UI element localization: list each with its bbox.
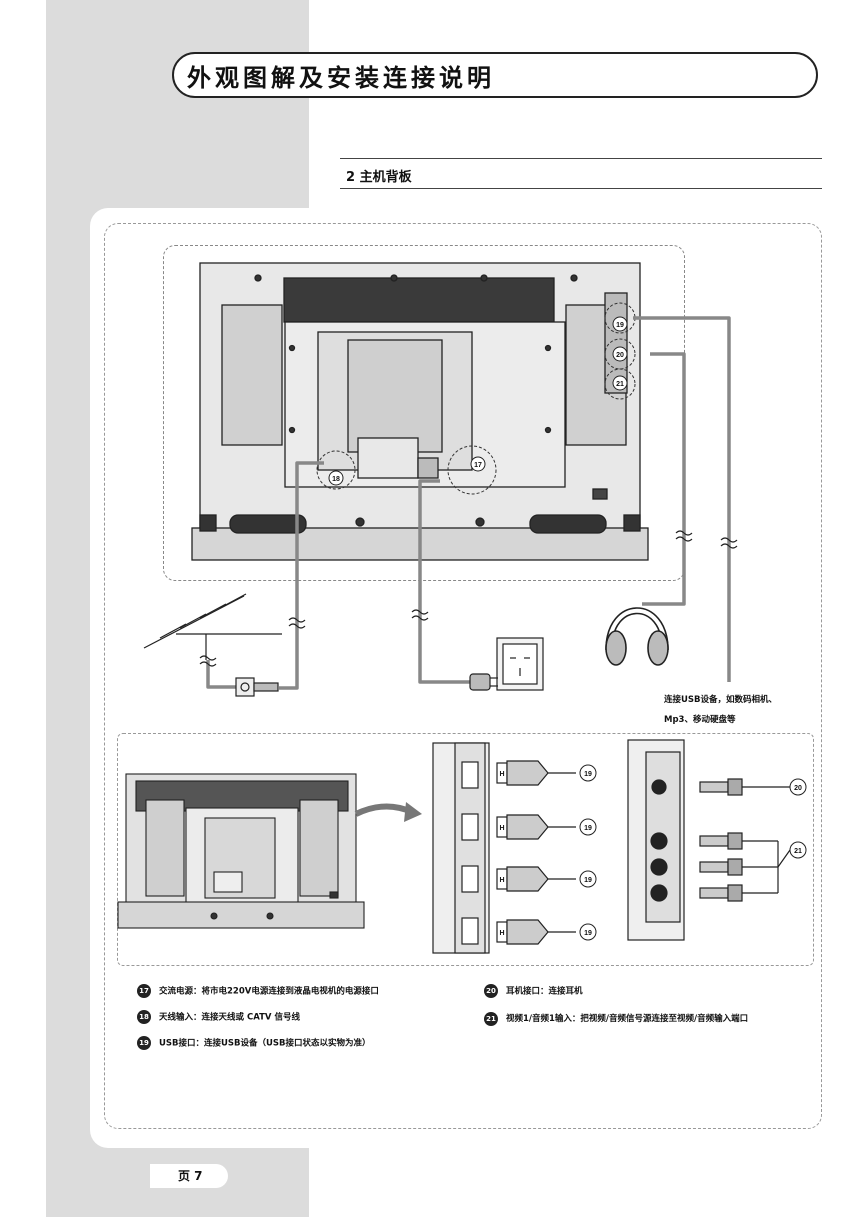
usb-note-line1: 连接USB设备，如数码相机、 — [664, 695, 778, 705]
zoom-arrow — [354, 803, 414, 817]
legend-text-17: 交流电源：将市电220V电源连接到液晶电视机的电源接口 — [159, 986, 379, 997]
page-title: 外观图解及安装连接说明 — [187, 63, 495, 92]
usb-plug-mark-3: 19 — [584, 877, 592, 884]
usb-plug-letter-1: H — [499, 771, 504, 778]
usb-port-panel — [432, 742, 490, 954]
detail-dashed-band — [117, 733, 814, 966]
usb-plugs — [496, 760, 576, 945]
legend-item-20: 20 耳机接口：连接耳机 — [484, 984, 583, 998]
diagram-dashed-frame — [104, 223, 822, 1129]
antenna-illustration — [143, 593, 282, 697]
cable-break-marks — [199, 530, 738, 667]
section-rule-bottom — [340, 188, 822, 189]
legend-item-19: 19 USB接口：连接USB设备（USB接口状态以实物为准） — [137, 1036, 371, 1050]
callout-20: 20 — [616, 352, 624, 359]
headphones-illustration — [605, 607, 669, 666]
power-outlet-illustration — [469, 637, 544, 691]
legend-item-17: 17 交流电源：将市电220V电源连接到液晶电视机的电源接口 — [137, 984, 379, 998]
usb-plug-mark-4: 19 — [584, 930, 592, 937]
usb-note: 连接USB设备，如数码相机、 Mp3、移动硬盘等 — [664, 690, 777, 730]
callout-18: 18 — [332, 476, 340, 483]
tv-back-small-illustration — [117, 773, 365, 929]
legend-text-20: 耳机接口：连接耳机 — [506, 986, 583, 997]
callout-17: 17 — [474, 462, 482, 469]
title-frame — [172, 52, 818, 98]
usb-plug-letter-2: H — [499, 825, 504, 832]
page-tab — [150, 1164, 228, 1188]
callout-markers — [328, 316, 807, 941]
legend-text-18: 天线输入：连接天线或 CATV 信号线 — [159, 1012, 300, 1023]
legend-number-18: 18 — [137, 1010, 151, 1024]
cables — [206, 316, 731, 690]
usb-plug-mark-2: 19 — [584, 825, 592, 832]
legend-text-21: 视频1/音频1输入：把视频/音频信号源连接至视频/音频输入端口 — [506, 1014, 749, 1024]
usb-plug-letter-3: H — [499, 877, 504, 884]
av-plugs — [699, 778, 791, 902]
page-number: 页 7 — [178, 1169, 203, 1183]
callout-21: 21 — [616, 381, 624, 388]
legend-item-18: 18 天线输入：连接天线或 CATV 信号线 — [137, 1010, 300, 1024]
av-port-panel — [627, 739, 685, 941]
callout-19: 19 — [616, 322, 624, 329]
legend-number-21: 21 — [484, 1011, 498, 1026]
av-out-mark: 20 — [794, 785, 802, 792]
usb-note-line2: Mp3、移动硬盘等 — [664, 715, 736, 725]
legend-number-17: 17 — [137, 984, 151, 998]
section-title: 2 主机背板 — [346, 170, 412, 185]
legend-item-21: 21 视频1/音频1输入：把视频/音频信号源连接至视频/音频输入端口 — [484, 1010, 814, 1028]
legend-number-19: 19 — [137, 1036, 151, 1050]
usb-plug-mark-1: 19 — [584, 771, 592, 778]
legend-text-19: USB接口：连接USB设备（USB接口状态以实物为准） — [159, 1038, 371, 1049]
section-rule-top — [340, 158, 822, 159]
legend-number-20: 20 — [484, 984, 498, 998]
usb-plug-letter-4: H — [499, 930, 504, 937]
av-in-mark: 21 — [794, 848, 802, 855]
